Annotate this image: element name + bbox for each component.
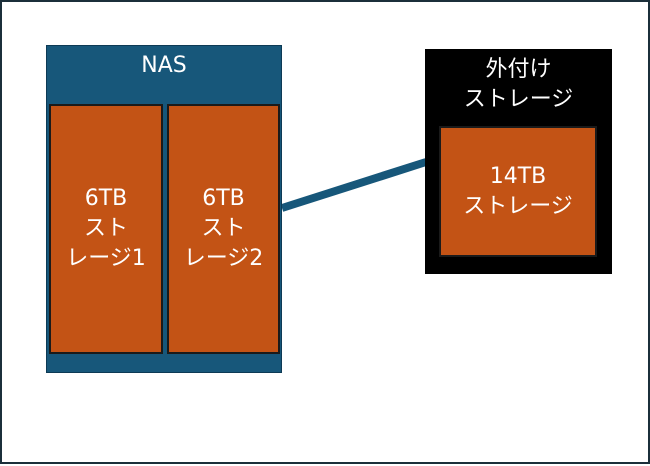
nas-drive-2-label: 6TB スト レージ2: [183, 186, 264, 271]
nas-title: NAS: [141, 53, 187, 78]
nas-drive-1-label: 6TB スト レージ1: [66, 186, 146, 271]
external-storage-title: 外付け ストレージ: [463, 57, 574, 112]
external-drive: 14TB ストレージ: [439, 126, 597, 257]
nas-enclosure: NAS 6TB スト レージ1 6TB スト レージ2: [46, 45, 282, 373]
nas-drive-1: 6TB スト レージ1: [49, 104, 163, 354]
nas-drive-2: 6TB スト レージ2: [167, 104, 280, 354]
external-drive-label: 14TB ストレージ: [463, 163, 573, 219]
external-storage-enclosure: 外付け ストレージ 14TB ストレージ: [425, 49, 612, 274]
